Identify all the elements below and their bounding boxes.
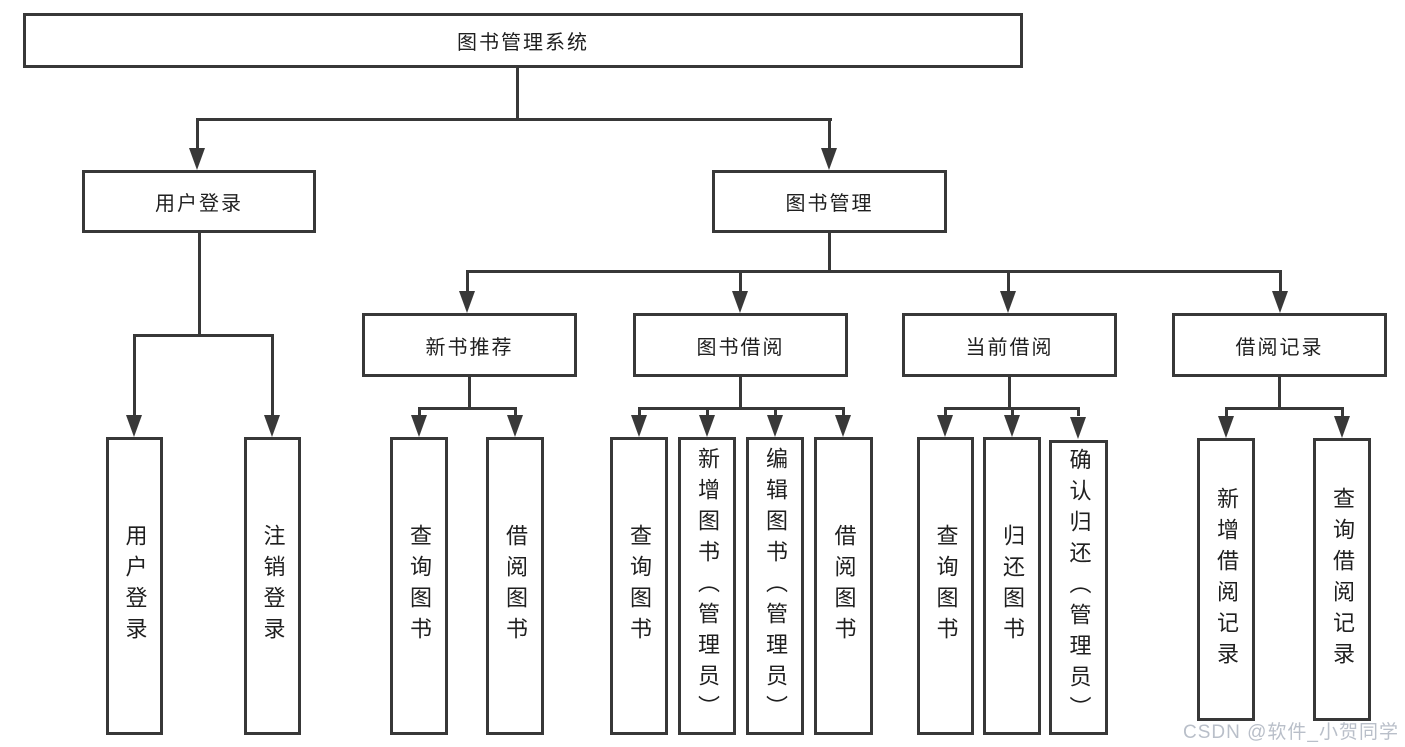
arrowhead-nb-query xyxy=(411,415,427,437)
leaf-user-login-label: 用户登录 xyxy=(122,524,148,648)
leaf-user-login: 用户登录 xyxy=(106,437,163,735)
arrowhead-cb-return xyxy=(1004,415,1020,437)
leaf-bb-borrow-books-label: 借阅图书 xyxy=(831,524,857,648)
node-user-login: 用户登录 xyxy=(82,170,316,233)
connector-newbooks-stem xyxy=(468,377,471,410)
leaf-bb-add-books-admin: 新增图书（管理员） xyxy=(678,437,736,735)
leaf-cb-confirm-return-admin-label: 确认归还（管理员） xyxy=(1066,448,1092,727)
connector-bookmgmt-stem xyxy=(828,233,831,273)
arrowhead-bb-add xyxy=(699,415,715,437)
leaf-nb-borrow-books: 借阅图书 xyxy=(486,437,544,735)
arrowhead-bb-query xyxy=(631,415,647,437)
leaf-cb-return-books: 归还图书 xyxy=(983,437,1041,735)
leaf-br-query-record: 查询借阅记录 xyxy=(1313,438,1371,721)
connector-bookborrow-rail xyxy=(638,407,845,410)
connector-drop-br-query xyxy=(1341,407,1344,416)
node-root-label: 图书管理系统 xyxy=(457,32,589,54)
node-new-books: 新书推荐 xyxy=(362,313,577,377)
node-root: 图书管理系统 xyxy=(23,13,1023,68)
connector-drop-cb-confirm xyxy=(1077,407,1080,416)
leaf-bb-edit-books-admin: 编辑图书（管理员） xyxy=(746,437,804,735)
node-new-books-label: 新书推荐 xyxy=(425,336,514,359)
connector-drop-bb-borrow xyxy=(842,407,845,416)
leaf-cb-query-books: 查询图书 xyxy=(917,437,974,735)
connector-drop-leaf-logout xyxy=(271,334,274,415)
leaf-nb-borrow-books-label: 借阅图书 xyxy=(503,524,528,648)
connector-currentborrow-stem xyxy=(1008,377,1011,410)
connector-root-rail xyxy=(196,118,832,121)
connector-drop-bb-query xyxy=(638,407,641,416)
leaf-bb-add-books-admin-label: 新增图书（管理员） xyxy=(695,446,720,726)
node-borrowing-records-label: 借阅记录 xyxy=(1235,336,1324,359)
connector-drop-cb-return xyxy=(1011,407,1014,416)
node-user-login-label: 用户登录 xyxy=(155,193,243,215)
connector-bookborrow-stem xyxy=(739,377,742,410)
connector-records-rail xyxy=(1225,407,1344,410)
connector-newbooks-rail xyxy=(418,407,517,410)
arrowhead-book-borrowing xyxy=(732,291,748,313)
connector-drop-book-borrowing xyxy=(739,270,742,292)
connector-drop-cb-query xyxy=(944,407,947,416)
arrowhead-br-add xyxy=(1218,416,1234,438)
node-book-borrowing-label: 图书借阅 xyxy=(696,336,785,359)
connector-drop-nb-borrow xyxy=(514,407,517,416)
node-borrowing-records: 借阅记录 xyxy=(1172,313,1387,377)
arrowhead-cb-confirm xyxy=(1070,417,1086,439)
leaf-cb-return-books-label: 归还图书 xyxy=(1000,524,1025,648)
leaf-bb-query-books: 查询图书 xyxy=(610,437,668,735)
arrowhead-borrowing-records xyxy=(1272,291,1288,313)
leaf-cb-confirm-return-admin: 确认归还（管理员） xyxy=(1049,440,1108,735)
arrowhead-user-login xyxy=(189,148,205,170)
leaf-cb-query-books-label: 查询图书 xyxy=(933,524,959,648)
connector-records-stem xyxy=(1278,377,1281,410)
node-current-borrowing: 当前借阅 xyxy=(902,313,1117,377)
leaf-logout-login: 注销登录 xyxy=(244,437,301,735)
leaf-bb-edit-books-admin-label: 编辑图书（管理员） xyxy=(763,446,788,726)
leaf-nb-query-books: 查询图书 xyxy=(390,437,448,735)
node-book-mgmt-label: 图书管理 xyxy=(785,193,874,215)
leaf-br-query-record-label: 查询借阅记录 xyxy=(1330,486,1355,673)
connector-userlogin-stem xyxy=(198,233,201,337)
leaf-logout-login-label: 注销登录 xyxy=(260,524,286,648)
arrowhead-br-query xyxy=(1334,416,1350,438)
arrowhead-leaf-login xyxy=(126,415,142,437)
arrowhead-book-mgmt xyxy=(821,148,837,170)
arrowhead-nb-borrow xyxy=(507,415,523,437)
arrowhead-bb-edit xyxy=(767,415,783,437)
node-book-mgmt: 图书管理 xyxy=(712,170,947,233)
csdn-watermark: CSDN @软件_小贺同学 xyxy=(1183,722,1399,743)
leaf-br-add-record-label: 新增借阅记录 xyxy=(1214,486,1239,673)
leaf-bb-query-books-label: 查询图书 xyxy=(627,524,652,648)
connector-drop-new-books xyxy=(466,270,469,292)
leaf-bb-borrow-books: 借阅图书 xyxy=(814,437,873,735)
arrowhead-leaf-logout xyxy=(264,415,280,437)
arrowhead-new-books xyxy=(459,291,475,313)
arrowhead-bb-borrow xyxy=(835,415,851,437)
connector-drop-bb-edit xyxy=(774,407,777,416)
arrowhead-cb-query xyxy=(937,415,953,437)
leaf-br-add-record: 新增借阅记录 xyxy=(1197,438,1255,721)
connector-drop-nb-query xyxy=(418,407,421,416)
connector-drop-current-borrowing xyxy=(1007,270,1010,292)
node-current-borrowing-label: 当前借阅 xyxy=(965,336,1054,359)
connector-userlogin-rail xyxy=(133,334,274,337)
node-book-borrowing: 图书借阅 xyxy=(633,313,848,377)
connector-drop-leaf-login xyxy=(133,334,136,415)
connector-bookmgmt-rail xyxy=(466,270,1282,273)
leaf-nb-query-books-label: 查询图书 xyxy=(407,524,432,648)
connector-drop-br-add xyxy=(1225,407,1228,416)
connector-drop-user-login xyxy=(196,118,199,148)
connector-drop-bb-add xyxy=(706,407,709,416)
arrowhead-current-borrowing xyxy=(1000,291,1016,313)
connector-drop-borrowing-records xyxy=(1279,270,1282,292)
connector-root-stem xyxy=(516,68,519,121)
connector-drop-book-mgmt xyxy=(828,118,831,148)
